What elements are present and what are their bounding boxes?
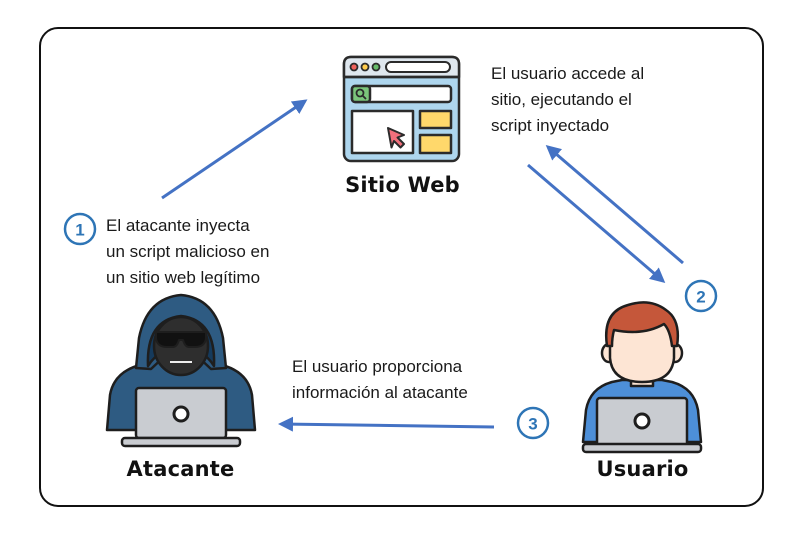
browser-window-icon xyxy=(342,55,461,163)
step-2-number: 2 xyxy=(696,288,705,307)
laptop-icon xyxy=(581,396,703,454)
step-2-line-2: sitio, ejecutando el xyxy=(491,90,632,109)
step-2-line-3: script inyectado xyxy=(491,116,610,135)
laptop-icon xyxy=(120,386,242,448)
arrow-user-to-attacker xyxy=(278,416,495,432)
step-3-line-2: información al atacante xyxy=(292,383,468,402)
node-title-user: Usuario xyxy=(596,457,689,481)
step-1-badge: 1 xyxy=(63,212,97,246)
step-1-line-2: un script malicioso en xyxy=(106,242,270,261)
arrow-user-to-website xyxy=(545,145,684,265)
arrow-website-to-user xyxy=(527,163,666,283)
step-1-line-3: un sitio web legítimo xyxy=(106,268,261,287)
node-title-attacker: Atacante xyxy=(126,457,235,481)
step-3-text: El usuario proporciona información al at… xyxy=(292,354,468,406)
search-icon xyxy=(355,88,367,100)
step-1-text: El atacante inyecta un script malicioso … xyxy=(106,213,269,291)
step-2-line-1: El usuario accede al xyxy=(491,64,645,83)
step-1-number: 1 xyxy=(75,221,84,240)
step-1-line-1: El atacante inyecta xyxy=(106,216,250,235)
node-title-website: Sitio Web xyxy=(345,173,460,197)
step-3-line-1: El usuario proporciona xyxy=(292,357,463,376)
step-3-badge: 3 xyxy=(516,406,550,440)
cursor-icon xyxy=(387,127,405,149)
step-2-text: El usuario accede al sitio, ejecutando e… xyxy=(491,61,644,139)
step-2-badge: 2 xyxy=(684,279,718,313)
arrow-attacker-to-website xyxy=(161,99,308,200)
step-3-number: 3 xyxy=(528,415,537,434)
